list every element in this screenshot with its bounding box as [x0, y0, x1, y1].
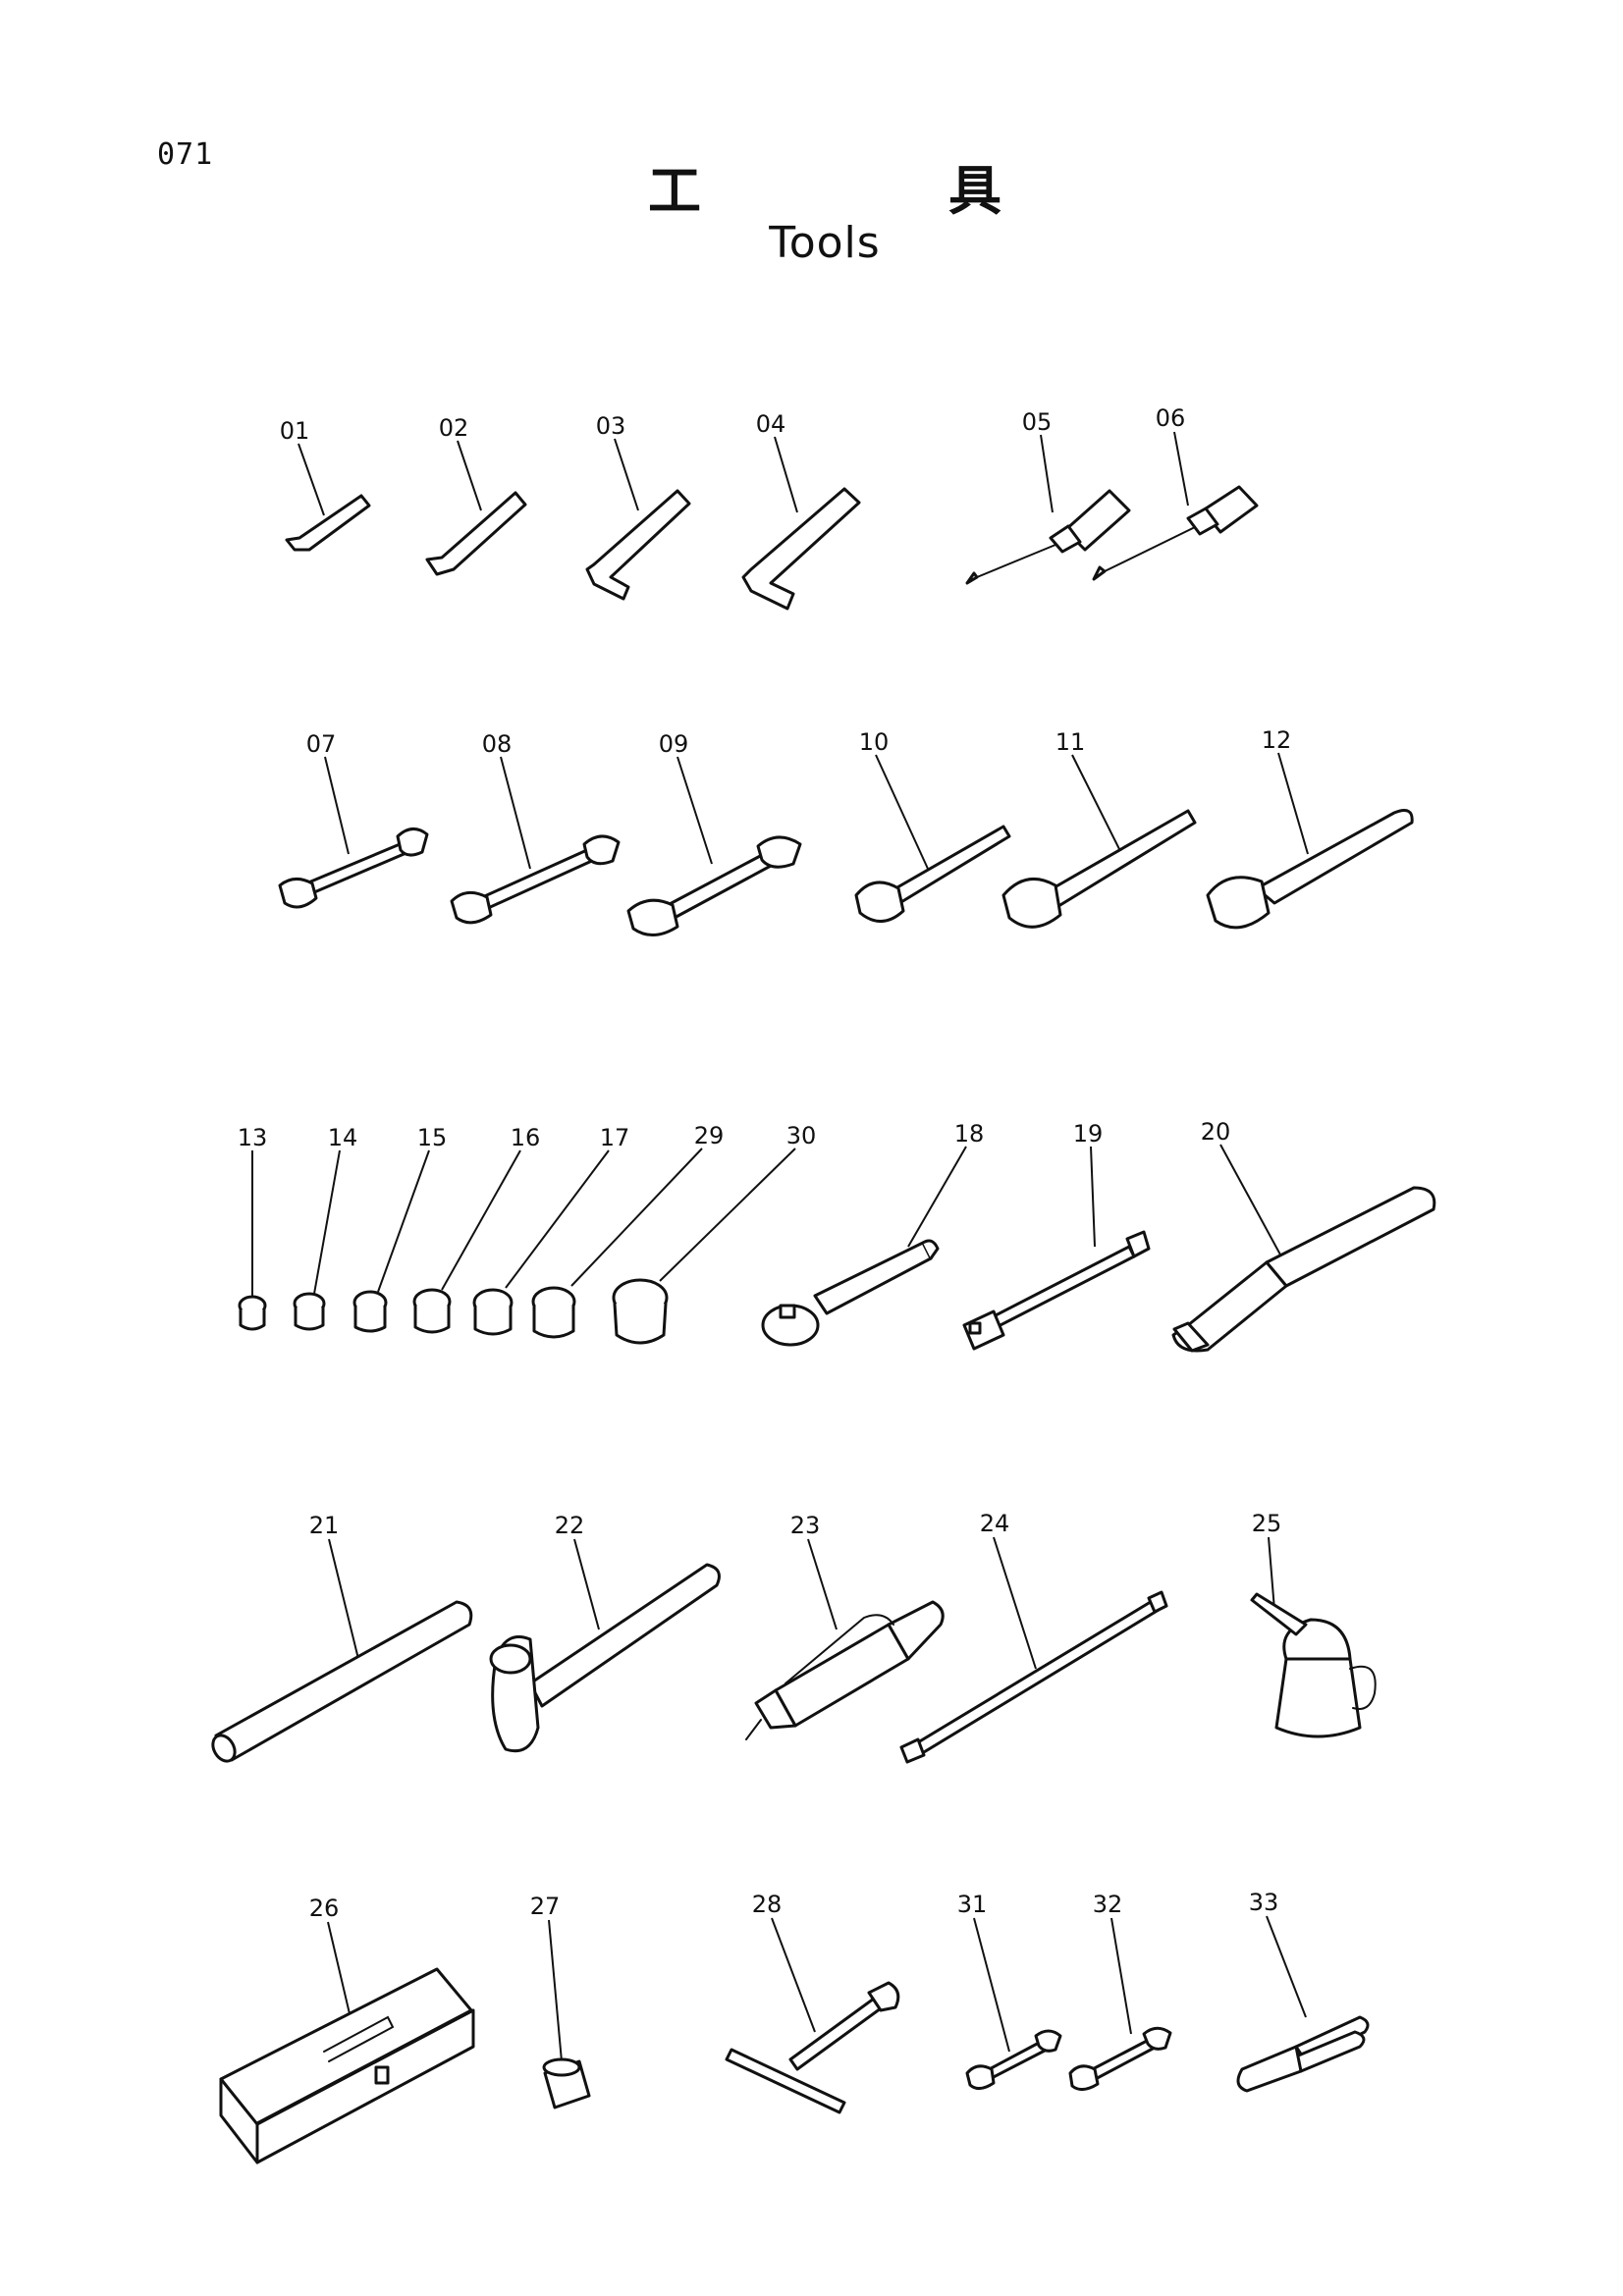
part-22-ball-peen-hammer: 22 — [489, 1512, 721, 1753]
label-14: 14 — [328, 1124, 358, 1151]
part-19-extension-bar: 19 — [962, 1120, 1151, 1351]
label-11: 11 — [1055, 728, 1086, 756]
label-01: 01 — [280, 417, 310, 445]
label-08: 08 — [482, 730, 513, 758]
label-15: 15 — [417, 1124, 448, 1151]
part-03-hex-key: 03 — [585, 412, 691, 601]
part-14-socket: 14 — [293, 1124, 358, 1331]
title-jp-char-1: 工 — [648, 160, 701, 222]
part-31-double-open-wrench: 31 — [957, 1891, 1062, 2090]
part-15-socket: 15 — [352, 1124, 448, 1333]
part-05-screwdriver: 05 — [965, 408, 1131, 585]
part-09-double-open-wrench: 09 — [626, 730, 802, 936]
part-17-socket: 17 — [472, 1124, 630, 1336]
label-17: 17 — [600, 1124, 630, 1151]
part-20-sliding-handle: 20 — [1171, 1118, 1436, 1353]
part-18-ratchet-handle: 18 — [761, 1120, 985, 1347]
part-26-tool-box: 26 — [219, 1895, 475, 2164]
part-11-single-open-wrench: 11 — [1001, 728, 1197, 929]
part-16-socket: 16 — [412, 1124, 541, 1334]
label-03: 03 — [596, 412, 626, 440]
label-06: 06 — [1156, 404, 1186, 432]
part-01-hex-key: 01 — [280, 417, 371, 552]
label-13: 13 — [238, 1124, 268, 1151]
part-12-adjustable-wrench: 12 — [1206, 726, 1414, 930]
label-28: 28 — [752, 1891, 783, 1918]
label-22: 22 — [555, 1512, 585, 1539]
part-07-double-open-wrench: 07 — [278, 730, 429, 909]
label-25: 25 — [1252, 1510, 1282, 1537]
label-19: 19 — [1073, 1120, 1104, 1148]
part-27-socket: 27 — [530, 1893, 591, 2109]
label-12: 12 — [1262, 726, 1292, 754]
part-13-socket: 13 — [238, 1124, 268, 1331]
part-32-double-open-wrench: 32 — [1068, 1891, 1172, 2091]
label-32: 32 — [1093, 1891, 1123, 1918]
label-02: 02 — [439, 414, 469, 442]
part-10-single-open-wrench: 10 — [854, 728, 1011, 923]
label-21: 21 — [309, 1512, 340, 1539]
part-25-oil-can: 25 — [1250, 1510, 1377, 1738]
label-33: 33 — [1249, 1889, 1279, 1916]
label-24: 24 — [980, 1510, 1010, 1537]
label-31: 31 — [957, 1891, 988, 1918]
label-29: 29 — [694, 1122, 725, 1149]
label-16: 16 — [511, 1124, 541, 1151]
label-30: 30 — [786, 1122, 817, 1149]
label-04: 04 — [756, 410, 786, 438]
title-jp-char-2: 具 — [948, 160, 1001, 222]
label-09: 09 — [659, 730, 689, 758]
part-06-screwdriver: 06 — [1092, 404, 1259, 581]
part-02-hex-key: 02 — [425, 414, 527, 576]
page-number: 071 — [157, 137, 214, 172]
label-26: 26 — [309, 1895, 340, 1922]
part-28-t-wrench: 28 — [725, 1891, 900, 2114]
label-27: 27 — [530, 1893, 561, 1920]
part-30-socket: 30 — [612, 1122, 817, 1345]
label-23: 23 — [790, 1512, 821, 1539]
label-07: 07 — [306, 730, 337, 758]
label-05: 05 — [1022, 408, 1053, 436]
part-29-socket: 29 — [531, 1122, 725, 1339]
part-33-pliers: 33 — [1236, 1889, 1370, 2093]
label-10: 10 — [859, 728, 890, 756]
part-08-double-open-wrench: 08 — [450, 730, 621, 925]
label-20: 20 — [1201, 1118, 1231, 1146]
part-24-long-bar: 24 — [899, 1510, 1168, 1764]
title-english: Tools — [769, 218, 881, 268]
part-23-grease-gun: 23 — [745, 1512, 945, 1740]
label-18: 18 — [954, 1120, 985, 1148]
part-04-hex-key: 04 — [741, 410, 861, 611]
part-21-bar: 21 — [211, 1512, 473, 1763]
title-japanese: 工 具 — [648, 147, 1001, 225]
